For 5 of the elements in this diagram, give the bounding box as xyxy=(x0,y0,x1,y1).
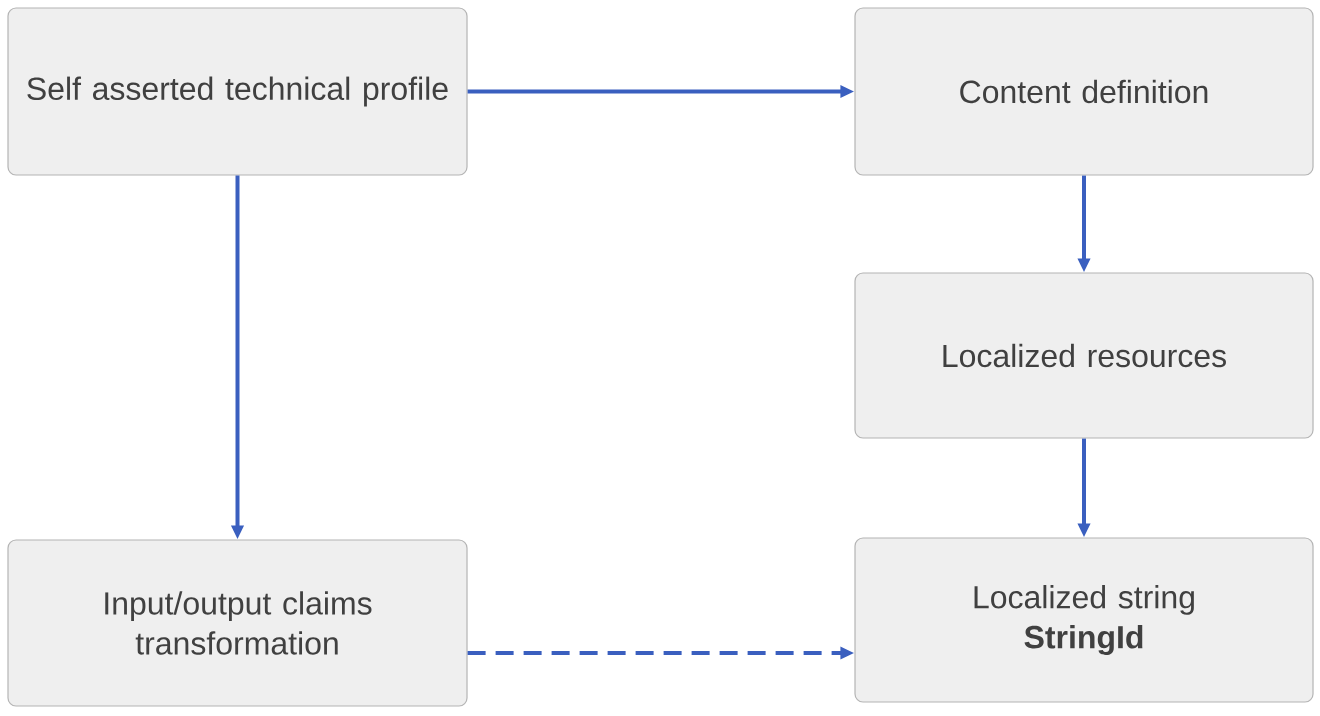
process-box: Self asserted technical profile xyxy=(7,7,468,176)
process-box: Localized string StringId xyxy=(854,537,1314,703)
process-box: Localized resources xyxy=(854,272,1314,439)
process-box: Input/output claims transformation xyxy=(7,539,468,707)
process-box: Content definition xyxy=(854,7,1314,176)
